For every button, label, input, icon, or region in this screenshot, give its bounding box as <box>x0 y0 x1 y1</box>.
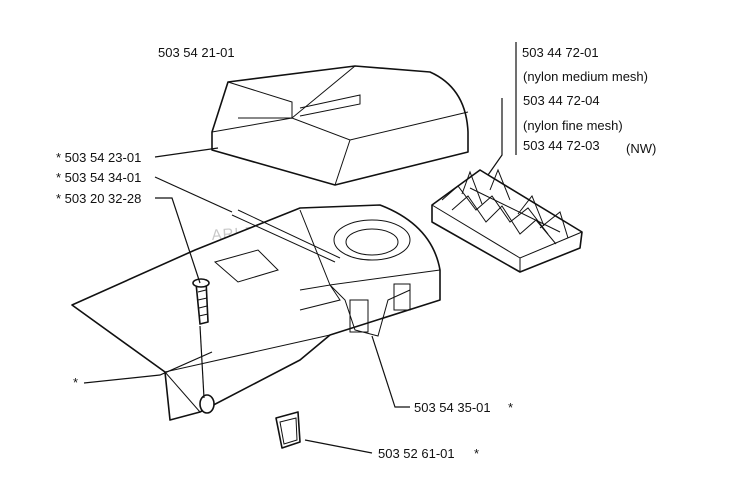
leader-lines <box>83 42 517 454</box>
left-part-number-1: * 503 54 23-01 <box>56 150 141 165</box>
filter-part-number-medium: 503 44 72-01 <box>522 45 599 60</box>
top-cover-part <box>211 65 469 186</box>
lower-part-number-2: 503 52 61-01 <box>378 446 455 461</box>
filter-part-number-fine: 503 44 72-04 <box>523 93 600 108</box>
lower-part-number-1-asterisk: * <box>508 400 513 415</box>
air-filter-part <box>431 168 583 273</box>
main-shroud-part <box>71 204 441 421</box>
filter-medium-note: (nylon medium mesh) <box>523 69 648 84</box>
filter-part-number-nw: 503 44 72-03 <box>523 138 600 153</box>
lower-part-number-2-asterisk: * <box>474 446 479 461</box>
filter-nw-note: (NW) <box>626 141 656 156</box>
filter-fine-note: (nylon fine mesh) <box>523 118 623 133</box>
top-cover-part-number: 503 54 21-01 <box>158 45 235 60</box>
lower-part-number-1: 503 54 35-01 <box>414 400 491 415</box>
gasket-part <box>275 411 301 449</box>
left-part-number-3: * 503 20 32-28 <box>56 191 141 206</box>
screw-part <box>192 278 215 414</box>
left-asterisk: * <box>73 375 78 390</box>
left-part-number-2: * 503 54 34-01 <box>56 170 141 185</box>
